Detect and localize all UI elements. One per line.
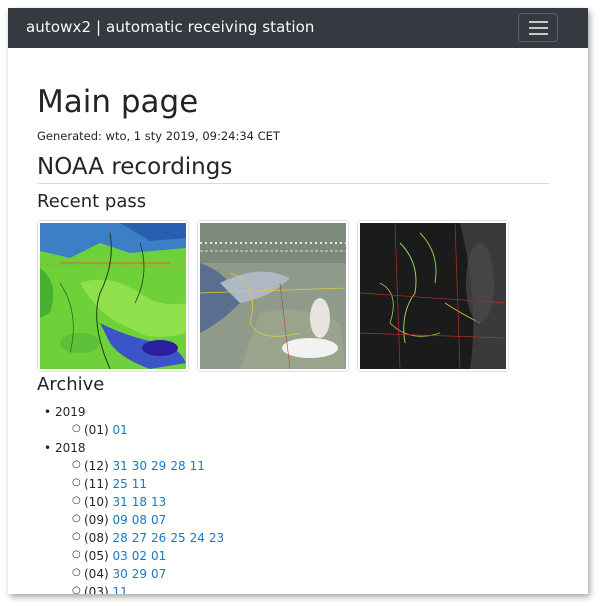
recent-pass-thumbnail-2[interactable] bbox=[197, 220, 349, 372]
archive-month-label: (04) bbox=[84, 567, 109, 581]
circle-bullet-icon: ○ bbox=[72, 585, 81, 594]
archive-day-link[interactable]: 28 bbox=[170, 459, 186, 473]
satellite-image-infrared bbox=[360, 223, 506, 369]
archive-day-link[interactable]: 11 bbox=[131, 477, 148, 491]
archive-day-link[interactable]: 09 bbox=[112, 513, 128, 527]
archive-day-link[interactable]: 25 bbox=[170, 531, 186, 545]
recent-pass-thumbnail-1[interactable] bbox=[37, 220, 189, 372]
archive-day-link[interactable]: 18 bbox=[131, 495, 148, 509]
archive-day-link[interactable]: 28 bbox=[112, 531, 128, 545]
archive-month-label: (11) bbox=[84, 477, 109, 491]
bullet-icon: • bbox=[44, 405, 52, 419]
archive-day-link[interactable]: 08 bbox=[131, 513, 148, 527]
archive-day-link[interactable]: 13 bbox=[151, 495, 167, 509]
archive-day-link[interactable]: 24 bbox=[189, 531, 205, 545]
archive-day-link[interactable]: 23 bbox=[208, 531, 225, 545]
circle-bullet-icon: ○ bbox=[72, 495, 81, 506]
archive-month-label: (10) bbox=[84, 495, 109, 509]
archive-day-link[interactable]: 25 bbox=[112, 477, 128, 491]
archive-month-2018-03: ○ (03) 11 bbox=[72, 585, 132, 594]
archive-day-link[interactable]: 27 bbox=[131, 531, 148, 545]
navbar-toggler-button[interactable] bbox=[518, 13, 558, 42]
circle-bullet-icon: ○ bbox=[72, 477, 81, 488]
archive-day-link[interactable]: 30 bbox=[131, 459, 148, 473]
archive-day-link[interactable]: 31 bbox=[112, 495, 128, 509]
circle-bullet-icon: ○ bbox=[72, 567, 81, 578]
recent-pass-heading: Recent pass bbox=[37, 191, 147, 212]
circle-bullet-icon: ○ bbox=[72, 423, 81, 434]
archive-day-link[interactable]: 11 bbox=[112, 585, 128, 594]
archive-day-link[interactable]: 02 bbox=[131, 549, 148, 563]
browser-frame: autowx2 | automatic receiving station Ma… bbox=[8, 8, 588, 594]
circle-bullet-icon: ○ bbox=[72, 531, 81, 542]
navbar: autowx2 | automatic receiving station bbox=[8, 8, 588, 48]
circle-bullet-icon: ○ bbox=[72, 549, 81, 560]
satellite-image-visible bbox=[200, 223, 346, 369]
archive-year-2019: • 2019 bbox=[44, 405, 86, 419]
archive-year-label: 2019 bbox=[55, 405, 86, 419]
archive-day-link[interactable]: 29 bbox=[151, 459, 167, 473]
satellite-image-false-color bbox=[40, 223, 186, 369]
page-title: Main page bbox=[37, 84, 199, 120]
archive-month-label: (01) bbox=[84, 423, 109, 437]
navbar-brand[interactable]: autowx2 | automatic receiving station bbox=[26, 18, 315, 36]
archive-day-link[interactable]: 11 bbox=[189, 459, 205, 473]
archive-year-2018: • 2018 bbox=[44, 441, 86, 455]
archive-day-link[interactable]: 07 bbox=[151, 513, 167, 527]
archive-day-link[interactable]: 30 bbox=[112, 567, 128, 581]
archive-month-label: (09) bbox=[84, 513, 109, 527]
archive-month-label: (05) bbox=[84, 549, 109, 563]
generated-timestamp: Generated: wto, 1 sty 2019, 09:24:34 CET bbox=[37, 129, 280, 143]
archive-day-link[interactable]: 07 bbox=[151, 567, 167, 581]
circle-bullet-icon: ○ bbox=[72, 513, 81, 524]
archive-day-link[interactable]: 03 bbox=[112, 549, 128, 563]
archive-day-link[interactable]: 29 bbox=[131, 567, 148, 581]
archive-month-2019-01: ○ (01) 01 bbox=[72, 423, 132, 437]
archive-month-label: (12) bbox=[84, 459, 109, 473]
archive-year-label: 2018 bbox=[55, 441, 86, 455]
noaa-section-heading: NOAA recordings bbox=[37, 154, 549, 184]
archive-day-link[interactable]: 31 bbox=[112, 459, 128, 473]
archive-day-link[interactable]: 01 bbox=[151, 549, 167, 563]
archive-month-label: (03) bbox=[84, 585, 109, 594]
bullet-icon: • bbox=[44, 441, 52, 455]
archive-month-label: (08) bbox=[84, 531, 109, 545]
archive-heading: Archive bbox=[37, 374, 105, 395]
circle-bullet-icon: ○ bbox=[72, 459, 81, 470]
archive-day-link[interactable]: 26 bbox=[151, 531, 167, 545]
archive-day-link[interactable]: 01 bbox=[112, 423, 128, 437]
recent-pass-thumbnail-3[interactable] bbox=[357, 220, 509, 372]
